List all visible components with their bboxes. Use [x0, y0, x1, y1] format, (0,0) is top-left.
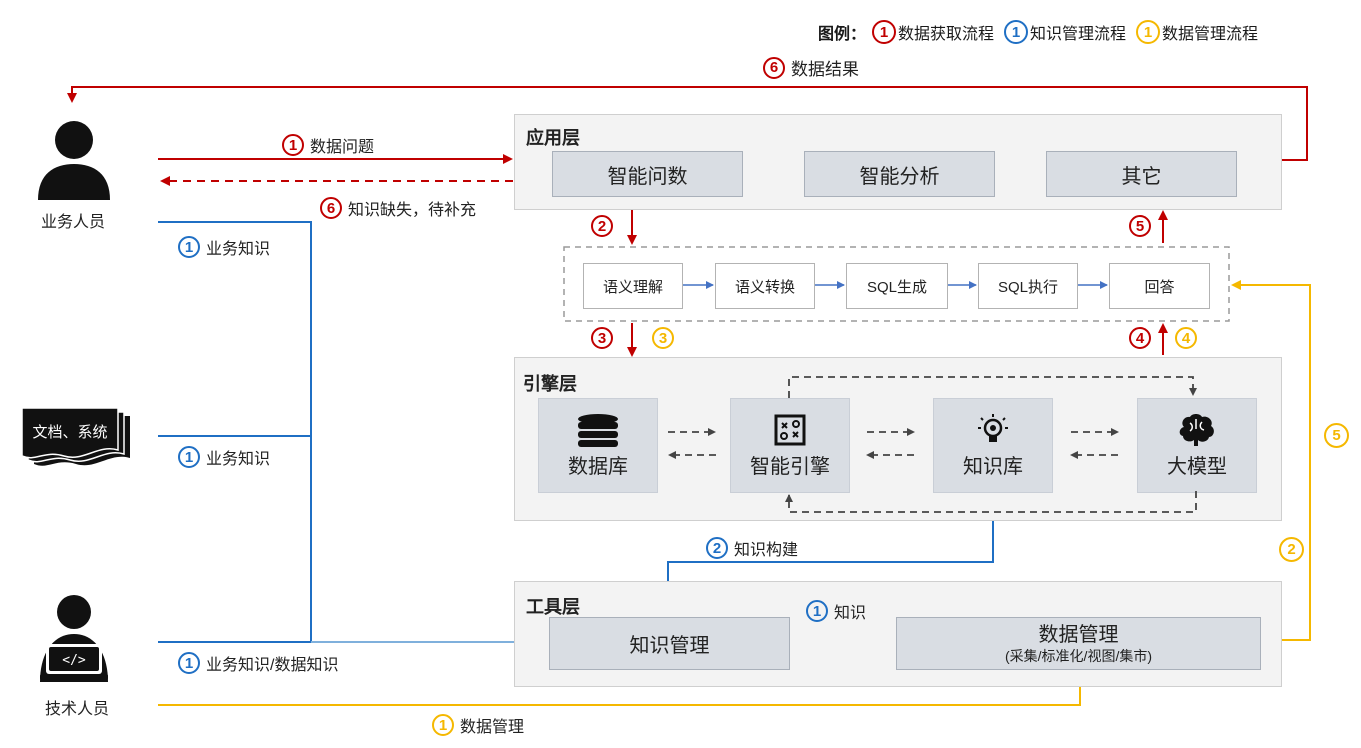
- step5-red-badge: 5: [1129, 215, 1151, 237]
- flow-data-question: 1 数据问题: [282, 133, 374, 157]
- legend-item-data-mgmt: 1 数据管理流程: [1136, 20, 1258, 44]
- data-mgmt-box: 数据管理 (采集/标准化/视图/集市): [896, 617, 1261, 670]
- flow-label: 数据结果: [791, 60, 859, 79]
- svg-text:</>: </>: [62, 653, 86, 668]
- legend: 图例： 1 数据获取流程 1 知识管理流程 1 数据管理流程: [818, 20, 1268, 44]
- flow-biz-knowledge-mid: 1 业务知识: [178, 445, 270, 469]
- legend-num-yellow: 1: [1136, 20, 1161, 44]
- flow-num: 6: [763, 56, 785, 79]
- flow-label: 知识构建: [734, 542, 799, 559]
- flow-label: 数据管理: [460, 719, 525, 736]
- engine-icon: [768, 412, 812, 448]
- legend-title: 图例：: [818, 26, 867, 43]
- biz-knowledge-line-top: [158, 221, 312, 642]
- flow-num: 1: [432, 714, 454, 736]
- tool-layer-title: 工具层: [526, 597, 580, 617]
- smart-engine-label: 智能引擎: [750, 456, 830, 478]
- engine-layer-title: 引擎层: [523, 374, 577, 394]
- flow-label: 知识缺失，待补充: [348, 202, 477, 219]
- legend-num-blue: 1: [1004, 20, 1029, 44]
- flow-data-mgmt: 1 数据管理: [432, 713, 524, 737]
- business-person-icon: [38, 121, 110, 200]
- data-mgmt-label: 数据管理: [1038, 623, 1119, 646]
- data-result-line: [67, 86, 1308, 161]
- knowledge-base-box: 知识库: [933, 398, 1053, 493]
- brain-icon: [1175, 412, 1219, 448]
- step2-red-badge: 2: [591, 215, 613, 237]
- llm-label: 大模型: [1167, 456, 1227, 478]
- documents-label: 文档、系统: [32, 424, 108, 441]
- flow-num: 1: [178, 236, 200, 258]
- right5-yellow-badge: 5: [1324, 423, 1349, 448]
- data-mgmt-sub-label: (采集/标准化/视图/集市): [1005, 647, 1152, 664]
- flow-num: 1: [178, 652, 200, 674]
- llm-box: 大模型: [1137, 398, 1257, 493]
- flow-knowledge-build: 2 知识构建: [706, 536, 798, 560]
- pipeline-step-answer: 回答: [1109, 263, 1210, 309]
- pipeline-step-sql-generation: SQL生成: [846, 263, 948, 309]
- documents-icon: [21, 408, 130, 466]
- business-person-label: 业务人员: [40, 214, 105, 231]
- database-box: 数据库: [538, 398, 658, 493]
- app-layer-title: 应用层: [526, 128, 580, 148]
- flow-num: 1: [178, 446, 200, 468]
- legend-item-knowledge-mgmt: 1 知识管理流程: [1004, 20, 1126, 44]
- step3-yellow-badge: 3: [652, 327, 674, 349]
- flow-biz-data-knowledge: 1 业务知识/数据知识: [178, 651, 338, 675]
- flow-num: 1: [282, 134, 304, 156]
- database-icon: [576, 412, 620, 448]
- smart-analysis-box: 智能分析: [804, 151, 995, 197]
- flow-knowledge: 1 知识: [806, 599, 866, 623]
- tech-person-icon: </>: [40, 595, 108, 682]
- step3-red-badge: 3: [591, 327, 613, 349]
- flow-label: 业务知识/数据知识: [206, 657, 339, 674]
- flow-biz-knowledge-top: 1 业务知识: [178, 235, 270, 259]
- right-yellow-line: [1231, 280, 1311, 641]
- smart-query-box: 智能问数: [552, 151, 743, 197]
- pipeline-step-semantic-conversion: 语义转换: [715, 263, 815, 309]
- flow-data-result: 6 数据结果: [763, 55, 859, 80]
- pipeline-container: [563, 246, 1230, 322]
- legend-num-red: 1: [872, 20, 897, 44]
- lightbulb-icon: [971, 412, 1015, 448]
- flow-num: 1: [806, 600, 828, 622]
- knowledge-base-label: 知识库: [963, 456, 1023, 478]
- flow-label: 业务知识: [206, 241, 271, 258]
- legend-label: 知识管理流程: [1030, 26, 1127, 43]
- pipeline-step-semantic-understanding: 语义理解: [583, 263, 683, 309]
- other-box: 其它: [1046, 151, 1237, 197]
- database-label: 数据库: [568, 456, 628, 478]
- flow-label: 数据问题: [310, 139, 375, 156]
- tech-person-label: 技术人员: [44, 701, 109, 718]
- flow-num: 2: [706, 537, 728, 559]
- right2-yellow-badge: 2: [1279, 537, 1304, 562]
- flow-knowledge-missing: 6 知识缺失，待补充: [320, 196, 476, 220]
- legend-label: 数据管理流程: [1162, 26, 1259, 43]
- step4-yellow-badge: 4: [1175, 327, 1197, 349]
- flow-label: 业务知识: [206, 451, 271, 468]
- pipeline-step-sql-execution: SQL执行: [978, 263, 1078, 309]
- smart-engine-box: 智能引擎: [730, 398, 850, 493]
- flow-num: 6: [320, 197, 342, 219]
- legend-item-data-acquisition: 1 数据获取流程: [872, 20, 994, 44]
- legend-label: 数据获取流程: [898, 26, 995, 43]
- step4-red-badge: 4: [1129, 327, 1151, 349]
- knowledge-mgmt-box: 知识管理: [549, 617, 790, 670]
- flow-label: 知识: [834, 605, 867, 622]
